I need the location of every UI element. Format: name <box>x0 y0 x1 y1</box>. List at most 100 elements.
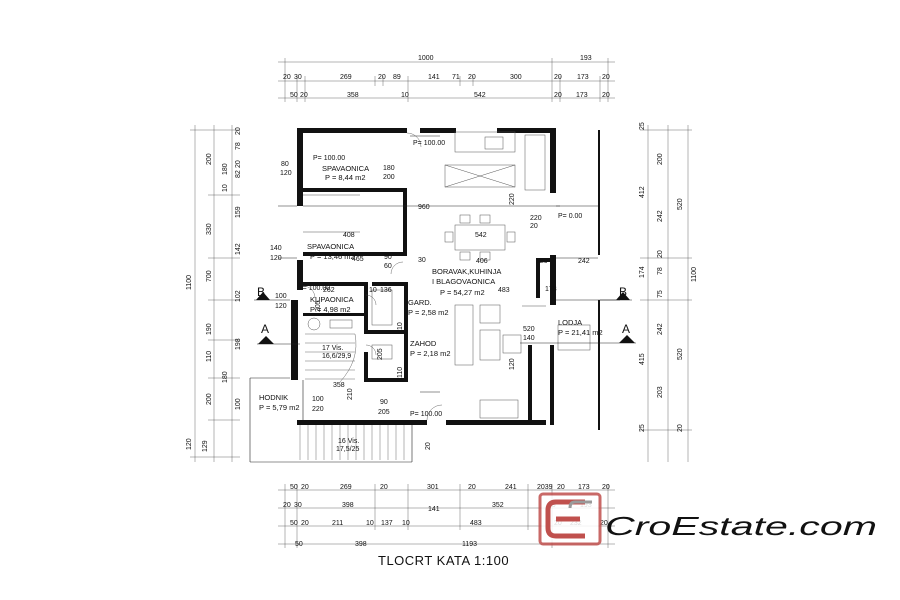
interior-dim: 205 <box>315 300 322 312</box>
left-dim: 142 <box>235 243 242 255</box>
left-dim: 20 <box>235 160 242 168</box>
interior-dim: 120 <box>509 358 516 370</box>
interior-dim: 60 <box>384 263 392 270</box>
left-dimension-lines <box>190 125 240 462</box>
interior-dim: 242 <box>578 258 590 265</box>
room-wardrobe-name: GARD. <box>408 298 432 307</box>
section-a-left-label: A <box>261 322 269 336</box>
bottom-dim: 20 <box>600 520 608 527</box>
left-dim: 129 <box>202 440 209 452</box>
right-dimension-lines <box>640 125 692 462</box>
bottom-dim: 50 <box>290 520 298 527</box>
walls <box>291 128 600 430</box>
top-dim-balcony: 193 <box>580 55 592 62</box>
top-dim: 71 <box>452 74 460 81</box>
bottom-dim: 483 <box>470 520 482 527</box>
top-dim: 20 <box>602 92 610 99</box>
left-dim: 198 <box>235 338 242 350</box>
interior-dim: 520 <box>523 326 535 333</box>
left-dim: 78 <box>235 142 242 150</box>
top-dim: 358 <box>347 92 359 99</box>
interior-dim: 220 <box>509 193 516 205</box>
top-dim: 269 <box>340 74 352 81</box>
stairs <box>299 333 405 460</box>
interior-dim: 90 <box>384 254 392 261</box>
top-dimension-lines <box>278 58 615 102</box>
room-bathroom-name: KUPAONICA <box>310 295 354 304</box>
interior-dim: 20 <box>530 223 538 230</box>
right-dim: 520 <box>677 348 684 360</box>
bottom-dim: 2039 <box>537 484 553 491</box>
right-dim: 242 <box>657 323 664 335</box>
room-toilet-name: ZAHOD <box>410 339 437 348</box>
bottom-dim: 30 <box>294 502 302 509</box>
interior-dim: 408 <box>343 232 355 239</box>
section-marker-b-right <box>600 292 632 301</box>
section-marker-a-left <box>257 336 300 345</box>
interior-dim: 220 <box>530 215 542 222</box>
section-marker-b-left <box>254 292 290 301</box>
level-marker: P= 100.00 <box>410 411 442 418</box>
bottom-dim: 10 <box>366 520 374 527</box>
top-dim: 30 <box>294 74 302 81</box>
left-dim: 10 <box>222 184 229 192</box>
interior-dim: 10 <box>397 322 404 330</box>
interior-dim: 406 <box>476 258 488 265</box>
bottom-dim: 20 <box>557 484 565 491</box>
right-dim: 412 <box>639 186 646 198</box>
bottom-dim: 141 <box>428 506 440 513</box>
room-living-area: P = 54,27 m2 <box>440 288 485 297</box>
left-dim-total: 1100 <box>186 275 193 290</box>
interior-dim: 262 <box>323 287 335 294</box>
level-marker: P= 100.00 <box>313 155 345 162</box>
bottom-dim: 50 <box>290 484 298 491</box>
right-dim: 203 <box>657 386 664 398</box>
bottom-dim: 50 <box>295 541 303 548</box>
top-dim: 173 <box>577 74 589 81</box>
left-dim: 180 <box>222 163 229 175</box>
room-loggia-area: P = 21,41 m2 <box>558 328 603 337</box>
interior-dim: 465 <box>352 256 364 263</box>
left-dim: 110 <box>206 351 213 362</box>
interior-dim: 210 <box>347 388 354 400</box>
right-dim: 174 <box>639 266 646 278</box>
interior-dim: 140 <box>270 245 282 252</box>
left-dim: 180 <box>222 371 229 383</box>
interior-dim: 20 <box>425 442 432 450</box>
interior-dim: 200 <box>383 174 395 181</box>
section-a-right-label: A <box>622 322 630 336</box>
right-dim: 200 <box>657 153 664 165</box>
bottom-dim: 20 <box>380 484 388 491</box>
bottom-dim: 352 <box>492 502 504 509</box>
interior-dim: 120 <box>275 303 287 310</box>
bottom-dim: 20 <box>283 502 291 509</box>
left-dim: 159 <box>235 206 242 218</box>
ce-logo-icon <box>538 492 602 546</box>
room-hallway-name: HODNIK <box>259 393 288 402</box>
interior-dim: 100 <box>275 293 287 300</box>
left-dim: 102 <box>235 290 242 302</box>
interior-dim: 90 <box>380 399 388 406</box>
top-dim: 20 <box>300 92 308 99</box>
top-dim: 141 <box>428 74 440 81</box>
top-dim: 89 <box>393 74 401 81</box>
bottom-dim: 20 <box>602 484 610 491</box>
left-dim: 190 <box>206 323 213 335</box>
interior-dim: 120 <box>270 255 282 262</box>
right-dim: 78 <box>657 267 664 275</box>
interior-dim: 358 <box>333 382 345 389</box>
interior-dim: 542 <box>475 232 487 239</box>
top-dim: 20 <box>378 74 386 81</box>
interior-dim: 30 <box>418 257 426 264</box>
left-dim: 20 <box>235 127 242 135</box>
room-bathroom-area: P = 4,98 m2 <box>310 305 351 314</box>
top-dim: 20 <box>554 74 562 81</box>
right-dim: 415 <box>639 353 646 365</box>
interior-dim: 205 <box>378 409 390 416</box>
level-marker: P= 100.00 <box>298 285 330 292</box>
interior-dim: 520 <box>536 258 548 265</box>
left-dim: 82 <box>235 170 242 178</box>
bottom-dim: 137 <box>381 520 393 527</box>
top-dim: 20 <box>602 74 610 81</box>
